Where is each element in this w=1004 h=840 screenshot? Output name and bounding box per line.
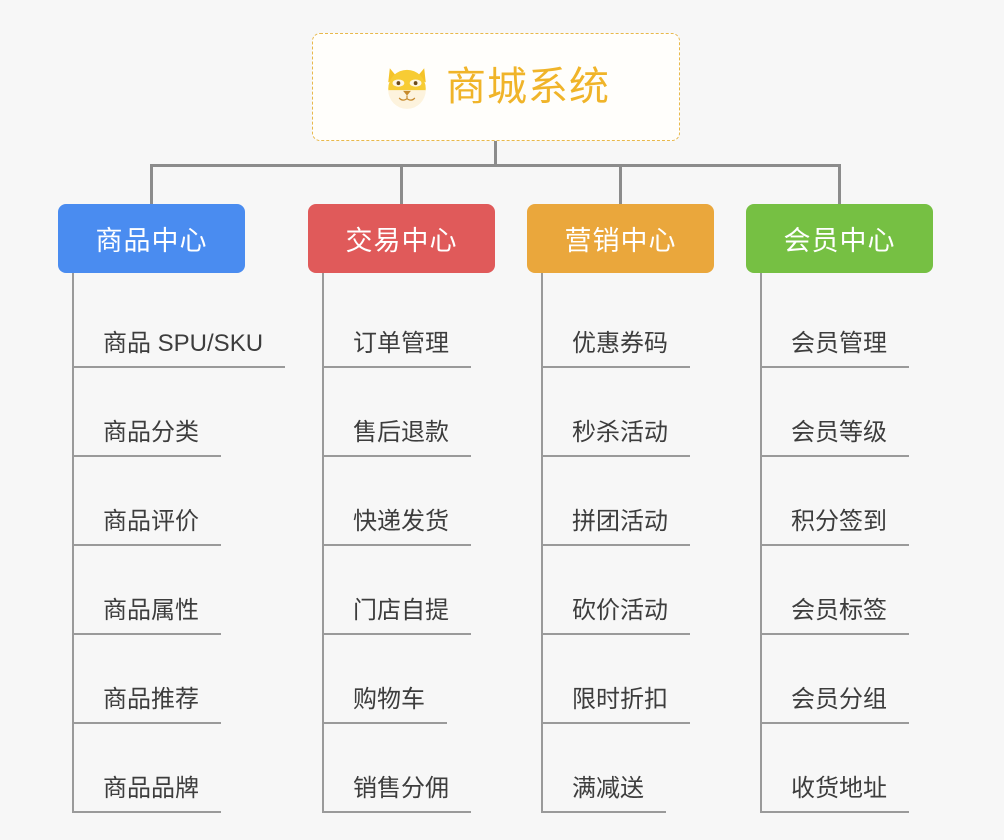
list-item-label: 快递发货 [322,510,471,546]
category-header-label: 会员中心 [783,226,896,256]
list-item[interactable]: 秒杀活动 [527,368,757,457]
list-item-label: 会员标签 [760,599,909,635]
category-column-交易中心: 交易中心 订单管理 售后退款 快递发货 门店自提 购物车 销售分佣 [308,204,538,813]
list-item[interactable]: 优惠券码 [527,279,757,368]
category-header-3[interactable]: 营销中心 [527,204,714,273]
category-header-label: 交易中心 [345,226,458,256]
list-item[interactable]: 满减送 [527,724,757,813]
list-item[interactable]: 商品评价 [58,457,288,546]
category-header-2[interactable]: 交易中心 [308,204,495,273]
column-spine [72,273,74,813]
category-header-4[interactable]: 会员中心 [746,204,933,273]
list-item[interactable]: 商品品牌 [58,724,288,813]
connector-drop-4 [838,164,841,206]
category-items-2: 订单管理 售后退款 快递发货 门店自提 购物车 销售分佣 [308,273,538,813]
list-item-label: 积分签到 [760,510,909,546]
list-item[interactable]: 购物车 [308,635,538,724]
shiba-dog-face-icon [388,68,426,109]
list-item[interactable]: 商品分类 [58,368,288,457]
list-item[interactable]: 拼团活动 [527,457,757,546]
list-item[interactable]: 售后退款 [308,368,538,457]
list-item[interactable]: 门店自提 [308,546,538,635]
list-item[interactable]: 销售分佣 [308,724,538,813]
connector-horizontal-bus [150,164,839,167]
category-header-1[interactable]: 商品中心 [58,204,245,273]
list-item-label: 会员分组 [760,688,909,724]
list-item[interactable]: 会员等级 [746,368,976,457]
category-items-1: 商品 SPU/SKU 商品分类 商品评价 商品属性 商品推荐 商品品牌 [58,273,288,813]
list-item[interactable]: 快递发货 [308,457,538,546]
list-item[interactable]: 收货地址 [746,724,976,813]
list-item[interactable]: 会员分组 [746,635,976,724]
root-title: 商城系统 [446,65,610,109]
list-item[interactable]: 积分签到 [746,457,976,546]
list-item-label: 商品评价 [72,510,221,546]
list-item-label: 会员管理 [760,332,909,368]
list-item[interactable]: 订单管理 [308,279,538,368]
list-item-label: 砍价活动 [541,599,690,635]
list-item-label: 门店自提 [322,599,471,635]
list-item[interactable]: 会员标签 [746,546,976,635]
list-item-label: 会员等级 [760,421,909,457]
category-column-营销中心: 营销中心 优惠券码 秒杀活动 拼团活动 砍价活动 限时折扣 满减送 [527,204,757,813]
column-spine [760,273,762,813]
list-item-label: 满减送 [541,777,666,813]
list-item[interactable]: 商品 SPU/SKU [58,279,288,368]
connector-drop-2 [400,164,403,206]
list-item-label: 商品推荐 [72,688,221,724]
list-item[interactable]: 限时折扣 [527,635,757,724]
list-item[interactable]: 会员管理 [746,279,976,368]
root-node[interactable]: 商城系统 [312,33,680,141]
list-item-label: 商品 SPU/SKU [72,332,286,368]
connector-drop-3 [619,164,622,206]
list-item-label: 拼团活动 [541,510,690,546]
column-spine [322,273,324,813]
list-item-label: 收货地址 [760,777,909,813]
category-header-label: 营销中心 [564,226,677,256]
category-column-商品中心: 商品中心 商品 SPU/SKU 商品分类 商品评价 商品属性 商品推荐 商品品牌 [58,204,288,813]
category-header-label: 商品中心 [95,226,208,256]
list-item-label: 商品品牌 [72,777,221,813]
list-item-label: 限时折扣 [541,688,690,724]
list-item-label: 优惠券码 [541,332,690,368]
list-item-label: 订单管理 [322,332,471,368]
column-spine [541,273,543,813]
connector-drop-1 [150,164,153,206]
list-item-label: 购物车 [322,688,447,724]
list-item[interactable]: 砍价活动 [527,546,757,635]
category-items-4: 会员管理 会员等级 积分签到 会员标签 会员分组 收货地址 [746,273,976,813]
category-items-3: 优惠券码 秒杀活动 拼团活动 砍价活动 限时折扣 满减送 [527,273,757,813]
list-item[interactable]: 商品推荐 [58,635,288,724]
category-column-会员中心: 会员中心 会员管理 会员等级 积分签到 会员标签 会员分组 收货地址 [746,204,976,813]
list-item-label: 售后退款 [322,421,471,457]
list-item-label: 商品分类 [72,421,221,457]
list-item[interactable]: 商品属性 [58,546,288,635]
connector-root-stem [494,141,497,166]
list-item-label: 秒杀活动 [541,421,690,457]
list-item-label: 销售分佣 [322,777,471,813]
list-item-label: 商品属性 [72,599,221,635]
